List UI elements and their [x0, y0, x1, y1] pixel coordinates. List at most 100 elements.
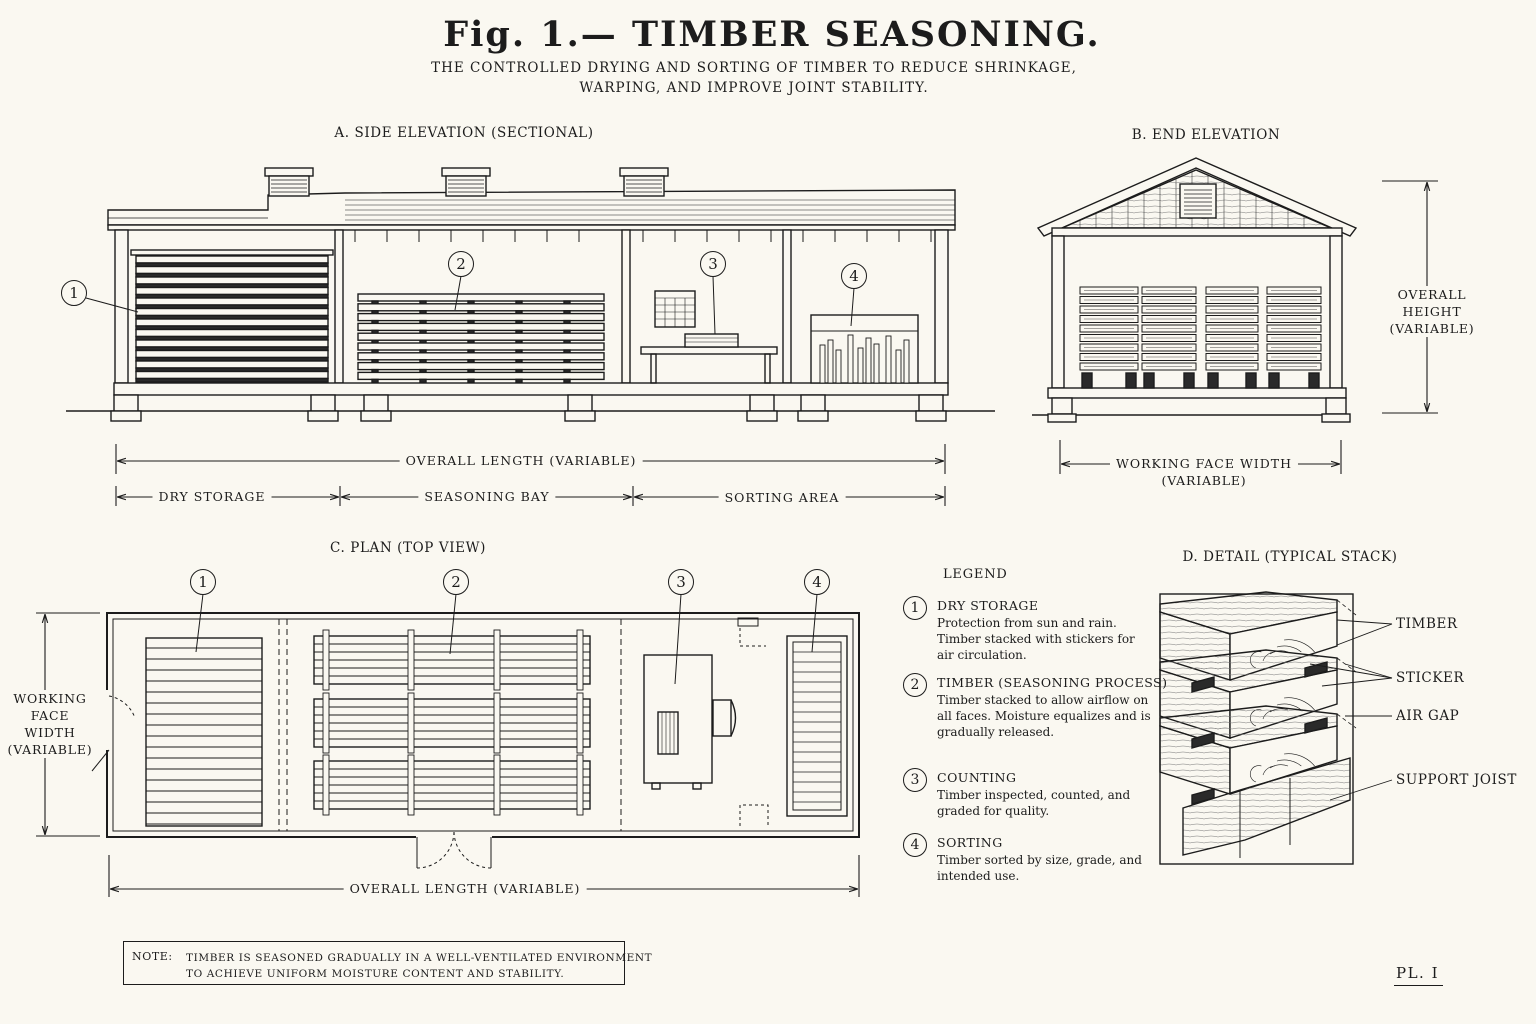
- seasoning-board: [357, 352, 605, 361]
- detail-sticker: [1191, 676, 1215, 693]
- detail-view-title: D. DETAIL (TYPICAL STACK): [1182, 549, 1398, 565]
- pier-footing: [360, 410, 392, 422]
- sticker-block: [419, 378, 427, 383]
- sticker-block: [515, 378, 523, 383]
- stack-base-block: [1308, 372, 1320, 389]
- figure-title: Fig. 1.— TIMBER SEASONING.: [443, 14, 1101, 55]
- callout-4-leader: [850, 287, 855, 327]
- counting-chair: [712, 699, 732, 737]
- dry-storage-board: [135, 318, 329, 327]
- end-grain-ring: [1276, 645, 1302, 653]
- roof-ventilator: [623, 175, 665, 197]
- legend-description: Timber stacked to allow airflow on all f…: [937, 693, 1151, 739]
- entry-door-leaf: [91, 749, 110, 772]
- zone-label-seasoning-bay: SEASONING BAY: [418, 489, 556, 504]
- plan-sticker: [493, 629, 501, 691]
- legend-description: Timber inspected, counted, and graded fo…: [937, 788, 1131, 818]
- foundation-pier: [363, 394, 389, 412]
- legend-heading: SORTING: [937, 835, 1003, 850]
- table-leg: [650, 353, 657, 384]
- chair-back: [730, 699, 737, 737]
- plan-callout-4: 4: [804, 569, 830, 595]
- pier-footing: [307, 410, 339, 422]
- end-height-line-2: HEIGHT: [1402, 304, 1462, 319]
- detail-sticker: [1304, 717, 1328, 734]
- sorted-board: [873, 343, 880, 384]
- sorted-board: [895, 349, 902, 384]
- end-width-line-2: (VARIABLE): [1161, 473, 1247, 488]
- plan-width-line-3: WIDTH: [24, 725, 76, 740]
- seasoning-board: [357, 332, 605, 341]
- plan-callout-1: 1: [190, 569, 216, 595]
- dry-storage-board: [135, 265, 329, 275]
- end-roof-beam: [1051, 227, 1343, 237]
- seasoning-board: [357, 312, 605, 322]
- end-height-line-1: OVERALL: [1397, 287, 1467, 302]
- end-pier: [1325, 397, 1347, 415]
- end-grain-ring: [1276, 759, 1302, 767]
- end-footing: [1047, 413, 1077, 423]
- plan-sticker: [322, 629, 330, 691]
- plan-view-title: C. PLAN (TOP VIEW): [330, 540, 486, 556]
- sorted-board: [865, 337, 872, 384]
- stack-base-block: [1143, 372, 1155, 389]
- side-callout-1: 1: [61, 280, 87, 306]
- foundation-pier: [800, 394, 826, 412]
- roof-ventilator: [268, 175, 310, 197]
- wall-post: [934, 229, 949, 384]
- dry-storage-board: [135, 276, 329, 285]
- dry-storage-gap: [135, 377, 329, 383]
- end-post-right: [1329, 235, 1343, 389]
- sorting-rack-plan: [786, 635, 848, 817]
- stack-base-block: [1125, 372, 1137, 389]
- wall-post: [782, 229, 792, 384]
- plate-number: PL. I: [1394, 964, 1444, 986]
- table-leg: [764, 353, 771, 384]
- dry-storage-board: [135, 255, 329, 264]
- plan-sticker: [493, 692, 501, 754]
- timber-leader: [1336, 619, 1393, 625]
- fixture-swing: [739, 628, 766, 647]
- seasoning-board: [357, 322, 605, 332]
- plan-sticker: [576, 754, 584, 816]
- pier-footing: [915, 410, 947, 422]
- legend-number: 2: [903, 673, 927, 697]
- gable-roof-edge: [1036, 157, 1358, 237]
- plan-sticker: [576, 692, 584, 754]
- roof-ventilator: [445, 175, 487, 197]
- sticker-block: [563, 378, 571, 383]
- support-joist-leader: [1329, 779, 1393, 801]
- dry-storage-board: [135, 339, 329, 348]
- stack-base-block: [1268, 372, 1280, 389]
- dry-storage-board: [135, 286, 329, 296]
- plan-callout-3: 3: [668, 569, 694, 595]
- end-working-width-label: WORKING FACE WIDTH (VARIABLE): [1109, 455, 1299, 489]
- stack-base-block: [1207, 372, 1219, 389]
- dry-storage-board: [135, 297, 329, 306]
- plan-callout-3-leader: [674, 593, 682, 685]
- legend-number: 1: [903, 596, 927, 620]
- plan-callout-2-leader: [449, 593, 457, 655]
- plan-callout-4-leader: [811, 593, 818, 653]
- end-grain-ring: [1283, 697, 1315, 711]
- roof-beam: [107, 224, 956, 231]
- sorted-board: [819, 344, 826, 384]
- stack-detail-view: [1159, 591, 1393, 865]
- plan-overall-length-label: OVERALL LENGTH (VARIABLE): [343, 881, 587, 896]
- sorted-board: [885, 335, 892, 384]
- end-elevation-title: B. END ELEVATION: [1131, 127, 1281, 143]
- roof-ventilator-cap: [441, 167, 491, 177]
- sorted-board: [847, 334, 854, 384]
- detail-label-timber: TIMBER: [1396, 616, 1458, 632]
- legend-description: Timber sorted by size, grade, and intend…: [937, 853, 1142, 883]
- plan-sticker: [407, 629, 415, 691]
- table-foot: [692, 782, 702, 790]
- side-elevation-view: [66, 167, 995, 422]
- counted-boards: [684, 333, 739, 348]
- side-elevation-title: A. SIDE ELEVATION (SECTIONAL): [334, 125, 594, 141]
- door-swing: [453, 830, 492, 869]
- plan-sticker: [322, 692, 330, 754]
- plan-view: [91, 593, 860, 869]
- plan-width-line-1: WORKING: [13, 691, 87, 706]
